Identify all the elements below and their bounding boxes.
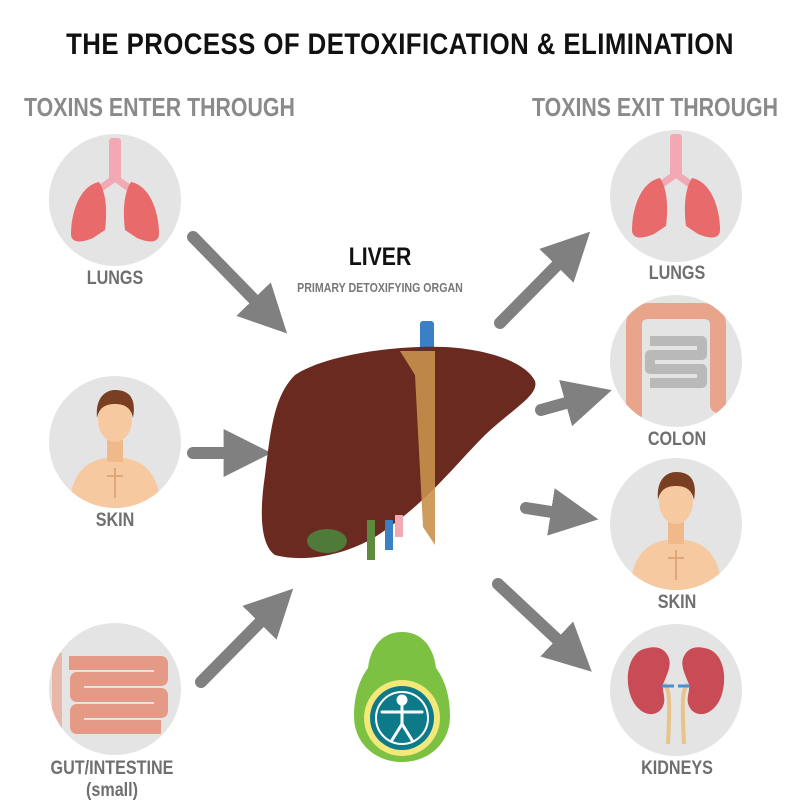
liver-subtitle: PRIMARY DETOXIFYING ORGAN: [297, 281, 463, 295]
arrow-gut-in: [195, 588, 294, 688]
entry-header: TOXINS ENTER THROUGH: [24, 92, 295, 122]
arrow-colon-out: [535, 380, 612, 427]
man-torso-icon: [69, 390, 161, 508]
arrow-skin-out: [520, 488, 599, 536]
liver-icon: [261, 321, 536, 560]
exit-label-lungs: LUNGS: [648, 263, 706, 284]
man-torso-icon: [630, 472, 722, 590]
exit-colon-circle: [610, 295, 742, 427]
exit-label-skin: SKIN: [657, 592, 697, 613]
logo-icon: [354, 632, 450, 762]
exit-label-kidneys: KIDNEYS: [641, 758, 713, 779]
exit-header: TOXINS EXIT THROUGH: [532, 92, 778, 122]
colon-icon: [626, 303, 726, 423]
entry-skin-circle: [49, 376, 181, 508]
entry-label-skin: SKIN: [95, 510, 135, 531]
page-title: THE PROCESS OF DETOXIFICATION & ELIMINAT…: [66, 28, 734, 61]
liver-title: LIVER: [348, 243, 412, 271]
entry-gut-circle: [49, 623, 181, 755]
lungs-icon: [71, 138, 159, 242]
exit-skin-circle: [610, 458, 742, 590]
small-intestine-icon: [52, 653, 168, 755]
entry-lungs-circle: [49, 134, 181, 266]
lungs-icon: [632, 134, 720, 238]
arrow-kidneys-out: [492, 578, 592, 672]
entry-label-lungs: LUNGS: [86, 268, 144, 289]
exit-lungs-circle: [610, 130, 742, 262]
exit-label-colon: COLON: [647, 429, 707, 450]
exit-kidneys-circle: [610, 624, 742, 756]
arrow-lungs-out: [494, 231, 591, 329]
kidneys-icon: [627, 647, 725, 745]
entry-label-gut: GUT/INTESTINE (small): [50, 758, 174, 801]
arrow-lungs-in: [187, 231, 288, 334]
